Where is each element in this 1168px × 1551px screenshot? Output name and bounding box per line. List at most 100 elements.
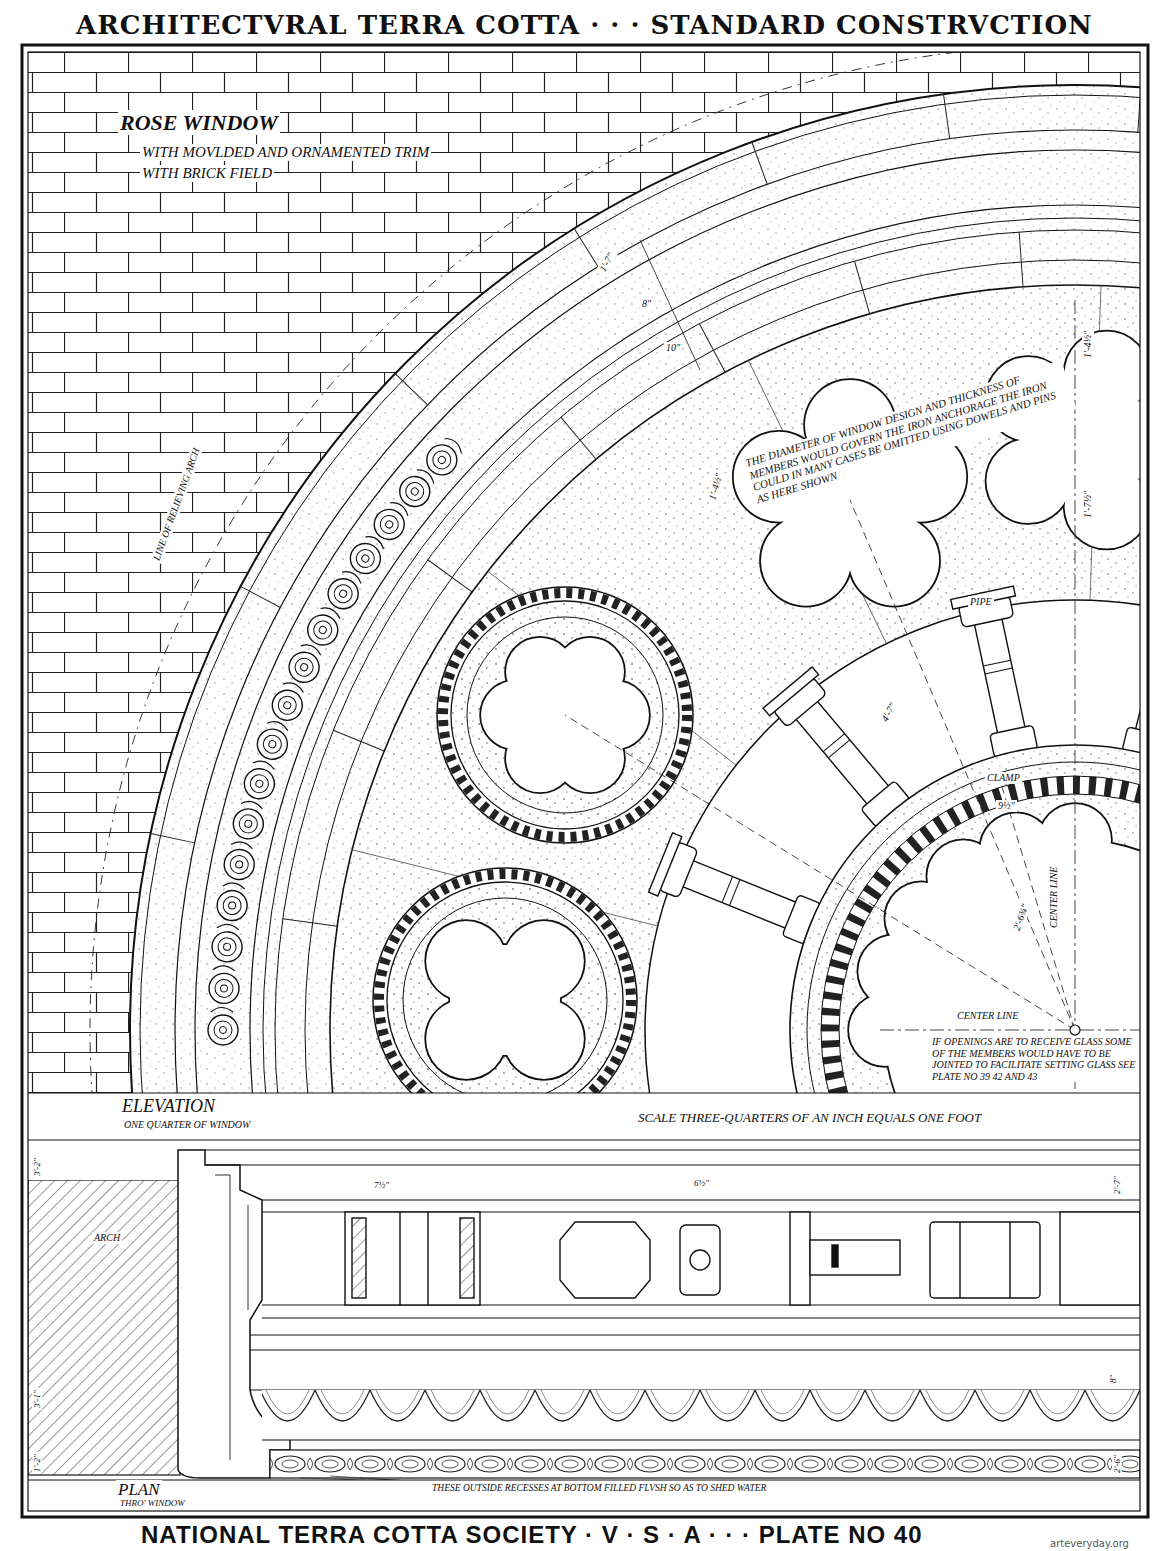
guilloche-ornament — [421, 433, 468, 481]
elevation-drawing — [1070, 1025, 1080, 1035]
tracery-section — [790, 1212, 810, 1305]
dimension: 2'-6" — [1112, 1453, 1122, 1475]
dimension: 2'-7" — [1112, 1174, 1122, 1196]
stone-joint — [395, 374, 427, 405]
tracery-section — [352, 1218, 366, 1298]
elevation-drawing — [130, 85, 1140, 1093]
tracery-section — [345, 1212, 480, 1305]
guilloche-ornament — [253, 718, 294, 763]
tracery-section — [680, 1225, 720, 1295]
tracery-section — [690, 1250, 710, 1270]
dimension: 2'-6¾" — [1010, 901, 1031, 934]
elevation-drawing — [821, 776, 1140, 1093]
plan-drawing — [250, 1334, 1140, 1335]
stone-joint — [943, 94, 949, 139]
colonnette — [649, 833, 825, 954]
center-line — [1000, 780, 1075, 1030]
dimension: 3'-2" — [32, 1156, 42, 1178]
guilloche-ornament — [284, 640, 327, 687]
tracery-section — [959, 1222, 960, 1298]
elevation-drawing — [130, 85, 1140, 1093]
elevation-drawing — [986, 331, 1140, 548]
center-line-label: CENTER LINE — [955, 1010, 1020, 1022]
plan-drawing — [28, 1140, 178, 1180]
tracery-section — [427, 1212, 428, 1305]
guilloche-ornament — [268, 679, 310, 725]
center-line — [880, 1030, 1140, 1031]
tracery-section — [399, 1212, 400, 1305]
center-line — [565, 240, 1140, 1093]
center-line — [850, 500, 1075, 1030]
leader-line — [300, 1476, 426, 1480]
dimension: 8" — [1108, 1373, 1118, 1385]
dimension: 9½" — [996, 800, 1017, 812]
plate-frame — [28, 52, 1140, 1511]
elevation-drawing — [790, 745, 1140, 1093]
guilloche-ornament — [323, 567, 368, 615]
plan-drawing — [262, 1317, 1140, 1318]
plan-drawing — [205, 1149, 1140, 1150]
elevation-drawing — [849, 804, 1140, 1093]
elevation-drawing — [387, 882, 623, 1093]
note: THE DIAMETER OF WINDOW DESIGN AND THICKN… — [742, 360, 1076, 506]
view-subtitle: THRO' WINDOW — [118, 1498, 187, 1508]
elevation-drawing — [830, 785, 1140, 1093]
elevation-drawing — [645, 600, 1140, 1093]
plan-drawing — [28, 1140, 1140, 1480]
plan-drawing — [270, 1450, 1140, 1478]
part-name: CLAMP — [985, 772, 1022, 784]
plate-frame — [22, 45, 1148, 1517]
elevation-drawing — [90, 52, 1140, 1093]
elevation-drawing — [140, 95, 1140, 1093]
guilloche-ornament — [222, 840, 259, 883]
dimension: 7½" — [372, 1180, 391, 1190]
elevation-drawing — [175, 130, 1140, 1093]
elevation-drawing — [28, 52, 1140, 1093]
elevation-drawing — [263, 218, 1140, 1093]
tracery-section — [930, 1222, 1040, 1298]
plan-drawing — [250, 1349, 1140, 1350]
elevation-drawing — [426, 921, 584, 1079]
dimension: 1'-2" — [32, 1452, 42, 1474]
note: IF OPENINGS ARE TO RECEIVE GLASS SOME OF… — [930, 1036, 1139, 1082]
center-line — [1075, 300, 1076, 1093]
tracery-section — [1009, 1222, 1010, 1298]
dimension: 8" — [640, 298, 653, 310]
guilloche-ornament — [215, 881, 250, 922]
tracery-section — [345, 1212, 1140, 1305]
tracery-section — [560, 1222, 650, 1298]
plan-drawing — [262, 1439, 1140, 1440]
elevation-drawing — [140, 95, 1140, 1093]
colonnette — [951, 586, 1048, 760]
dimension: 1'-4½" — [706, 470, 725, 503]
tracery-section — [460, 1218, 474, 1298]
elevation-drawing — [379, 874, 631, 1093]
view-title: PLAN — [116, 1480, 162, 1500]
elevation-drawing — [275, 230, 1140, 1093]
elevation-drawing — [839, 794, 1140, 1093]
leader-line — [330, 1476, 426, 1480]
dimension: 1'-7" — [596, 249, 617, 275]
elevation-drawing — [330, 285, 1140, 1093]
elevation-drawing — [426, 921, 584, 1079]
view-subtitle: ONE QUARTER OF WINDOW — [122, 1119, 252, 1131]
dimension: 1'-7½" — [1082, 489, 1094, 520]
plate-frame — [28, 1480, 1140, 1481]
scale-note: SCALE THREE-QUARTERS OF AN INCH EQUALS O… — [636, 1111, 983, 1126]
plate-caption: NATIONAL TERRA COTTA SOCIETY · V · S · A… — [141, 1521, 923, 1549]
guilloche-ornament — [208, 1008, 238, 1046]
dimension: 1'-4½" — [1082, 329, 1094, 360]
tracery-section — [810, 1240, 900, 1275]
dimension: 10" — [664, 342, 682, 354]
stone-joint — [333, 730, 384, 751]
elevation-drawing — [373, 868, 637, 1093]
elevation-drawing — [195, 150, 1140, 1093]
plan-drawing — [28, 1180, 180, 1475]
stone-joint — [428, 560, 472, 592]
dimension: 4'-7" — [878, 699, 899, 725]
plan-drawing — [262, 1199, 1140, 1200]
tracery-section — [1060, 1212, 1140, 1305]
elevation-drawing — [305, 260, 1140, 1093]
stone-joint — [241, 586, 281, 607]
